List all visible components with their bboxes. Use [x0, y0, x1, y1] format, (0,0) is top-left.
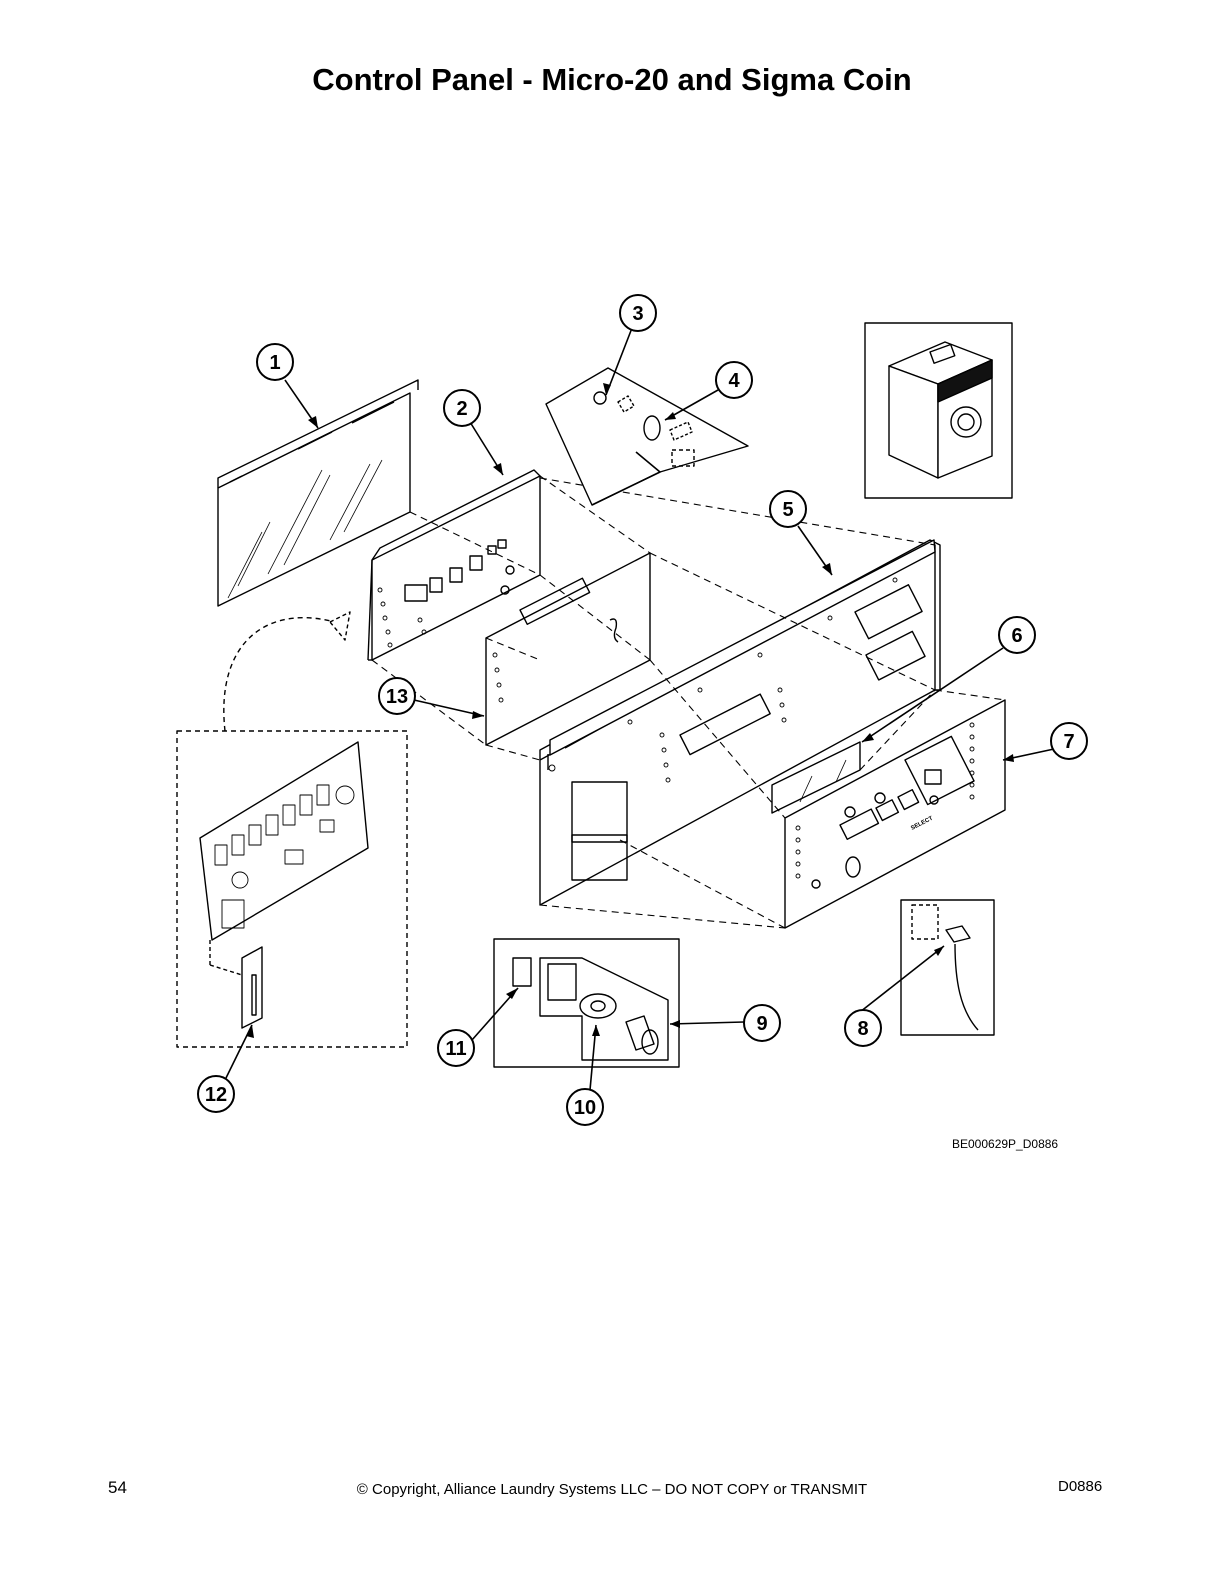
callout-2: 2 — [443, 389, 481, 427]
callout-label: 3 — [632, 303, 643, 325]
callout-label: 11 — [445, 1038, 466, 1060]
callout-label: 1 — [269, 352, 280, 374]
callout-label: 4 — [728, 370, 740, 392]
callout-10: 10 — [566, 1088, 604, 1126]
inset-3-4 — [545, 367, 749, 506]
callout-4: 4 — [715, 361, 753, 399]
callout-6: 6 — [998, 616, 1036, 654]
callout-label: 10 — [574, 1097, 596, 1119]
leader-arrowheads — [246, 383, 1014, 1038]
figure-id: BE000629P_D0886 — [952, 1137, 1059, 1151]
callout-11: 11 — [437, 1029, 475, 1067]
callout-13: 13 — [378, 677, 416, 715]
part-7-decal — [784, 699, 1006, 929]
callout-label: 2 — [456, 398, 467, 420]
callout-label: 8 — [857, 1018, 868, 1040]
washer-thumbnail — [864, 322, 1013, 499]
callout-7: 7 — [1050, 722, 1088, 760]
callout-label: 12 — [205, 1084, 227, 1106]
callout-1: 1 — [256, 343, 294, 381]
cpu-board-inset — [176, 611, 408, 1048]
part-13-backing-plate — [485, 552, 651, 746]
page-number: 54 — [108, 1478, 127, 1497]
callout-label: 13 — [386, 686, 408, 708]
callout-9: 9 — [743, 1004, 781, 1042]
document-code: D0886 — [1058, 1478, 1103, 1495]
callout-8: 8 — [844, 1009, 882, 1047]
inset-8 — [900, 899, 995, 1036]
copyright-notice: © Copyright, Alliance Laundry Systems LL… — [356, 1481, 868, 1498]
callout-12: 12 — [197, 1075, 235, 1113]
leader-lines — [225, 327, 1055, 1091]
callout-5: 5 — [769, 490, 807, 528]
callout-label: 7 — [1063, 731, 1074, 753]
part-5-housing — [539, 539, 941, 906]
page-title: Control Panel - Micro-20 and Sigma Coin — [312, 62, 912, 97]
callout-label: 6 — [1011, 625, 1022, 647]
callout-label: 5 — [782, 499, 793, 521]
callouts: 1 2 3 4 5 6 7 8 9 10 11 12 13 — [197, 294, 1088, 1126]
inset-9-10-11 — [493, 938, 680, 1068]
callout-3: 3 — [619, 294, 657, 332]
callout-label: 9 — [756, 1013, 767, 1035]
